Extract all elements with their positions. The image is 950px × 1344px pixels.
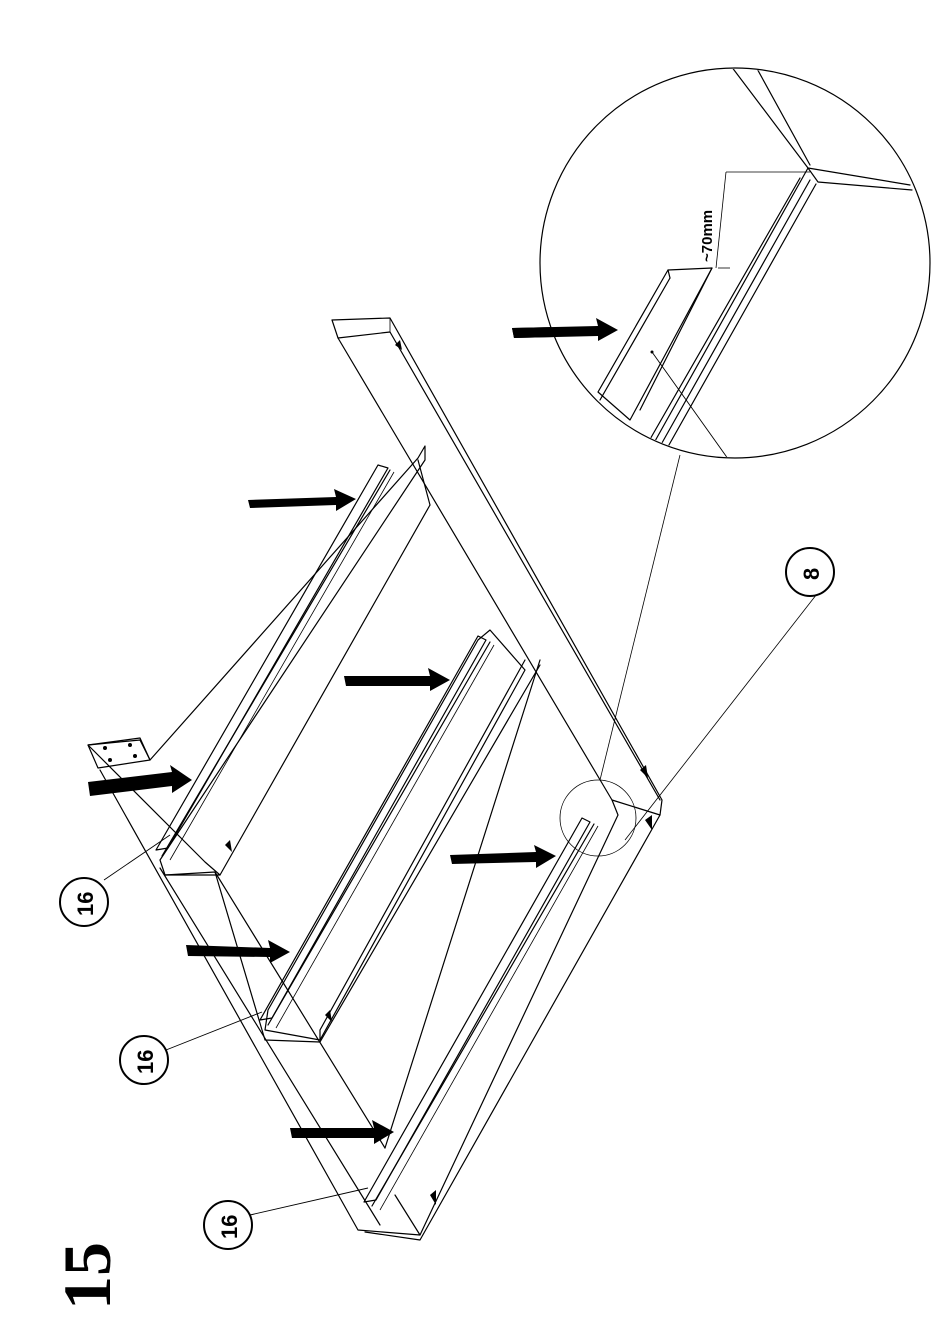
arrow-icon — [290, 1120, 394, 1144]
detail-view: ~70mm — [512, 62, 930, 560]
arrow-icon — [248, 489, 356, 511]
callout-16-c: 16 — [204, 1188, 368, 1249]
callout-label: 8 — [799, 568, 824, 580]
arrow-icon — [344, 668, 450, 691]
arrow-icon — [450, 845, 556, 868]
slat-strip-2 — [260, 636, 486, 1020]
dimension-label: ~70mm — [699, 210, 716, 262]
callout-16-b: 16 — [120, 1012, 262, 1084]
detail-circle — [540, 68, 930, 458]
slat-strip-3 — [364, 818, 590, 1202]
detail-marker-circle — [560, 780, 636, 856]
step-number: 15 — [49, 1242, 125, 1310]
insert-arrows — [88, 318, 618, 1144]
callout-label: 16 — [73, 892, 98, 916]
slat-strip-1 — [156, 465, 388, 850]
callout-8: 8 — [786, 548, 834, 596]
arrow-icon — [186, 940, 290, 963]
arrow-icon — [88, 765, 192, 796]
callout-label: 16 — [133, 1050, 158, 1074]
callout-16-a: 16 — [60, 835, 170, 926]
callout-label: 16 — [217, 1215, 242, 1239]
